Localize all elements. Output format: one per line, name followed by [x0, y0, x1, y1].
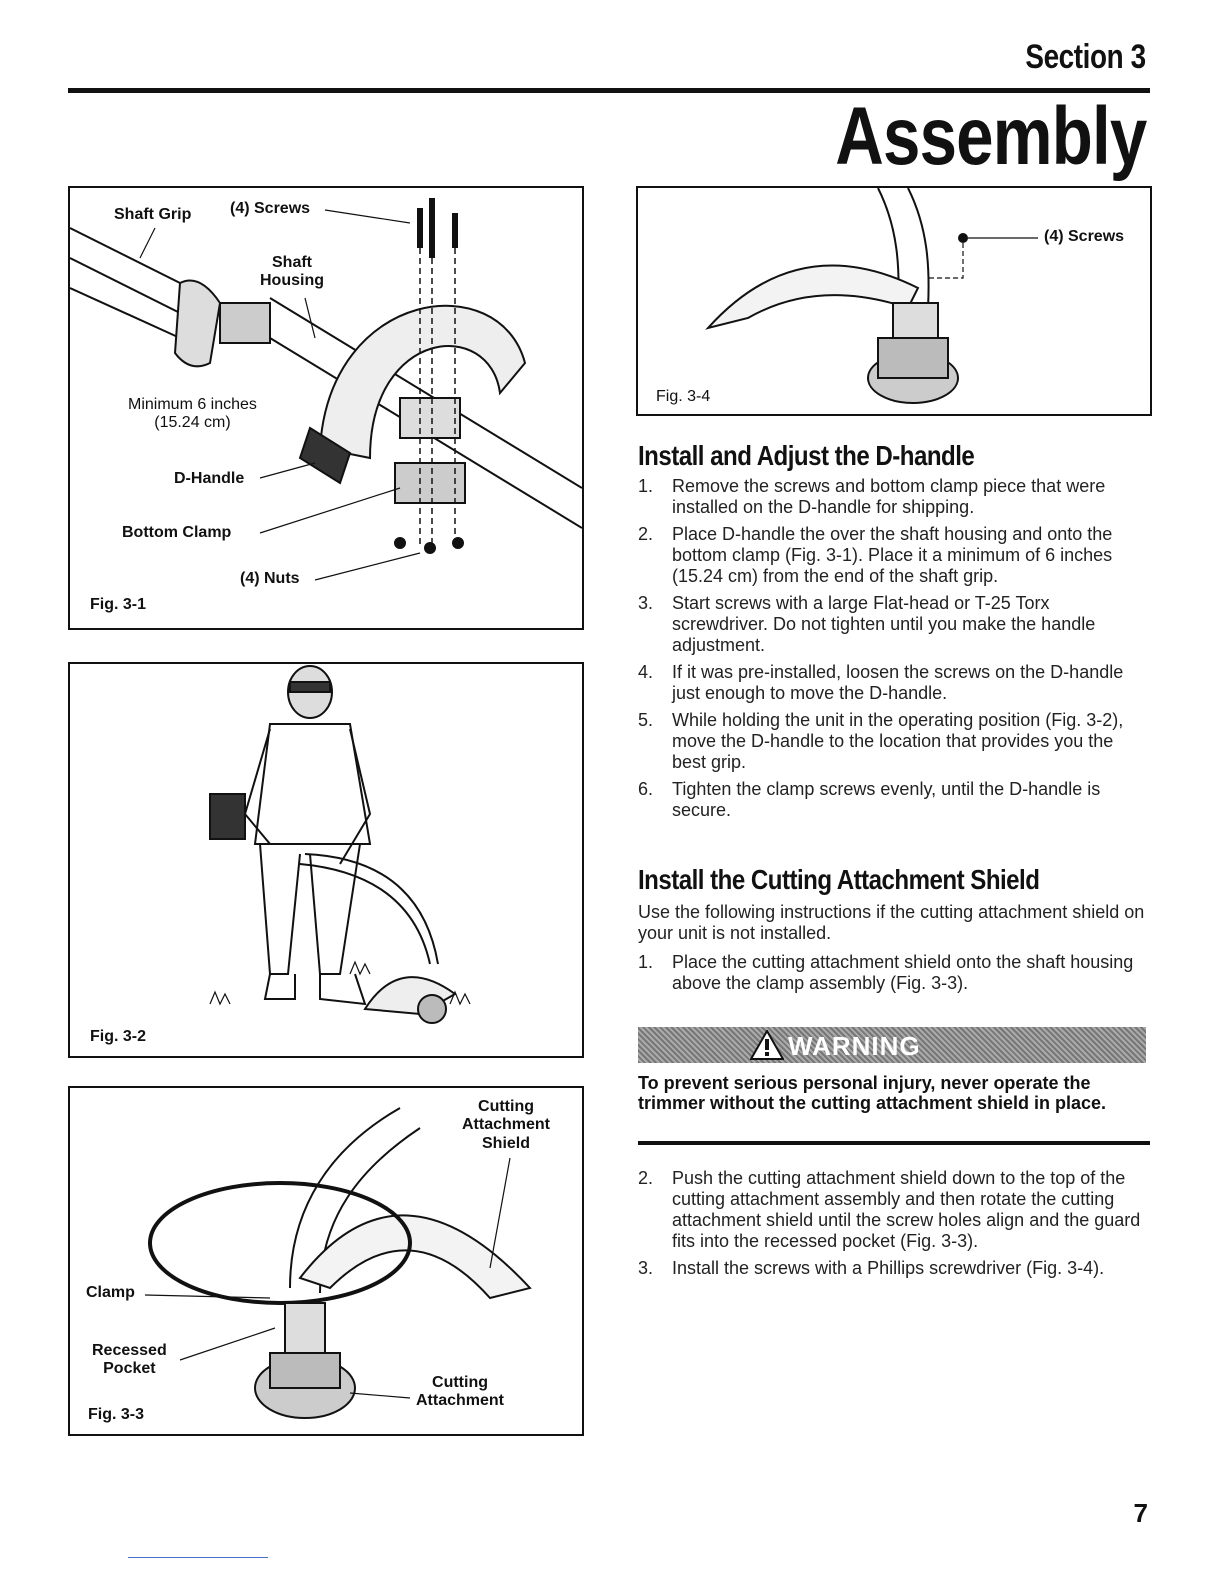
list-item: 6.Tighten the clamp screws evenly, until…	[638, 779, 1101, 820]
list-item: 2.Place D-handle the over the shaft hous…	[638, 524, 1113, 586]
figure-3-2-illustration	[209, 665, 471, 1024]
heading-install-d-handle: Install and Adjust the D-handle	[638, 440, 975, 471]
figure-3-3-illustration	[144, 1107, 532, 1419]
figure-3-2: Fig. 3-2	[68, 662, 584, 1058]
callout-bottom-clamp: Bottom Clamp	[122, 524, 232, 541]
callout-minimum-distance: Minimum 6 inches (15.24 cm)	[128, 396, 257, 432]
list-item: 5.While holding the unit in the operatin…	[638, 710, 1124, 772]
figure-3-4-label: Fig. 3-4	[656, 388, 711, 405]
figure-3-3: Cutting Attachment Shield Clamp Recessed…	[68, 1086, 584, 1436]
callout-cutting-attachment: Cutting Attachment	[416, 1374, 505, 1410]
figure-3-1-illustration	[70, 198, 582, 581]
list-item: 3.Start screws with a large Flat-head or…	[638, 593, 1096, 655]
callout-nuts: (4) Nuts	[240, 570, 300, 587]
figure-3-4: (4) Screws Fig. 3-4	[636, 186, 1152, 416]
shield-steps-continued: 2.Push the cutting attachment shield dow…	[638, 1168, 1150, 1285]
list-item: 3.Install the screws with a Phillips scr…	[638, 1258, 1105, 1278]
callout-shaft-housing: Shaft Housing	[260, 254, 324, 290]
d-handle-steps: 1.Remove the screws and bottom clamp pie…	[638, 476, 1150, 827]
callout-cutting-attachment-shield: Cutting Attachment Shield	[462, 1098, 551, 1152]
list-item: 2.Push the cutting attachment shield dow…	[638, 1168, 1141, 1251]
list-item: 1.Remove the screws and bottom clamp pie…	[638, 476, 1106, 517]
page-title: Assembly	[834, 91, 1147, 182]
header-rule	[68, 88, 1150, 93]
figure-3-4-illustration	[705, 188, 1038, 404]
list-item: 4.If it was pre-installed, loosen the sc…	[638, 662, 1124, 703]
footer-link-line	[128, 1557, 268, 1558]
heading-install-shield: Install the Cutting Attachment Shield	[638, 864, 1040, 895]
shield-step-1: 1.Place the cutting attachment shield on…	[638, 952, 1150, 1000]
section-label: Section 3	[1025, 38, 1147, 76]
callout-screws: (4) Screws	[1044, 228, 1125, 245]
list-item: 1.Place the cutting attachment shield on…	[638, 952, 1134, 993]
callout-screws: (4) Screws	[230, 200, 311, 217]
warning-banner: WARNING	[638, 1027, 1146, 1063]
shield-intro: Use the following instructions if the cu…	[638, 902, 1145, 943]
callout-shaft-grip: Shaft Grip	[114, 206, 192, 223]
warning-title: WARNING	[788, 1031, 921, 1061]
callout-d-handle: D-Handle	[174, 470, 245, 487]
figure-3-2-label: Fig. 3-2	[90, 1028, 147, 1045]
page-number: 7	[1133, 1498, 1148, 1528]
figure-3-1-label: Fig. 3-1	[90, 596, 147, 613]
figure-3-3-label: Fig. 3-3	[88, 1406, 145, 1423]
callout-clamp: Clamp	[86, 1284, 135, 1301]
figure-3-1: Shaft Grip (4) Screws Shaft Housing Mini…	[68, 186, 584, 630]
warning-triangle-icon	[750, 1030, 784, 1060]
callout-recessed-pocket: Recessed Pocket	[92, 1342, 167, 1378]
warning-message: To prevent serious personal injury, neve…	[638, 1073, 1107, 1113]
warning-rule	[638, 1141, 1150, 1145]
